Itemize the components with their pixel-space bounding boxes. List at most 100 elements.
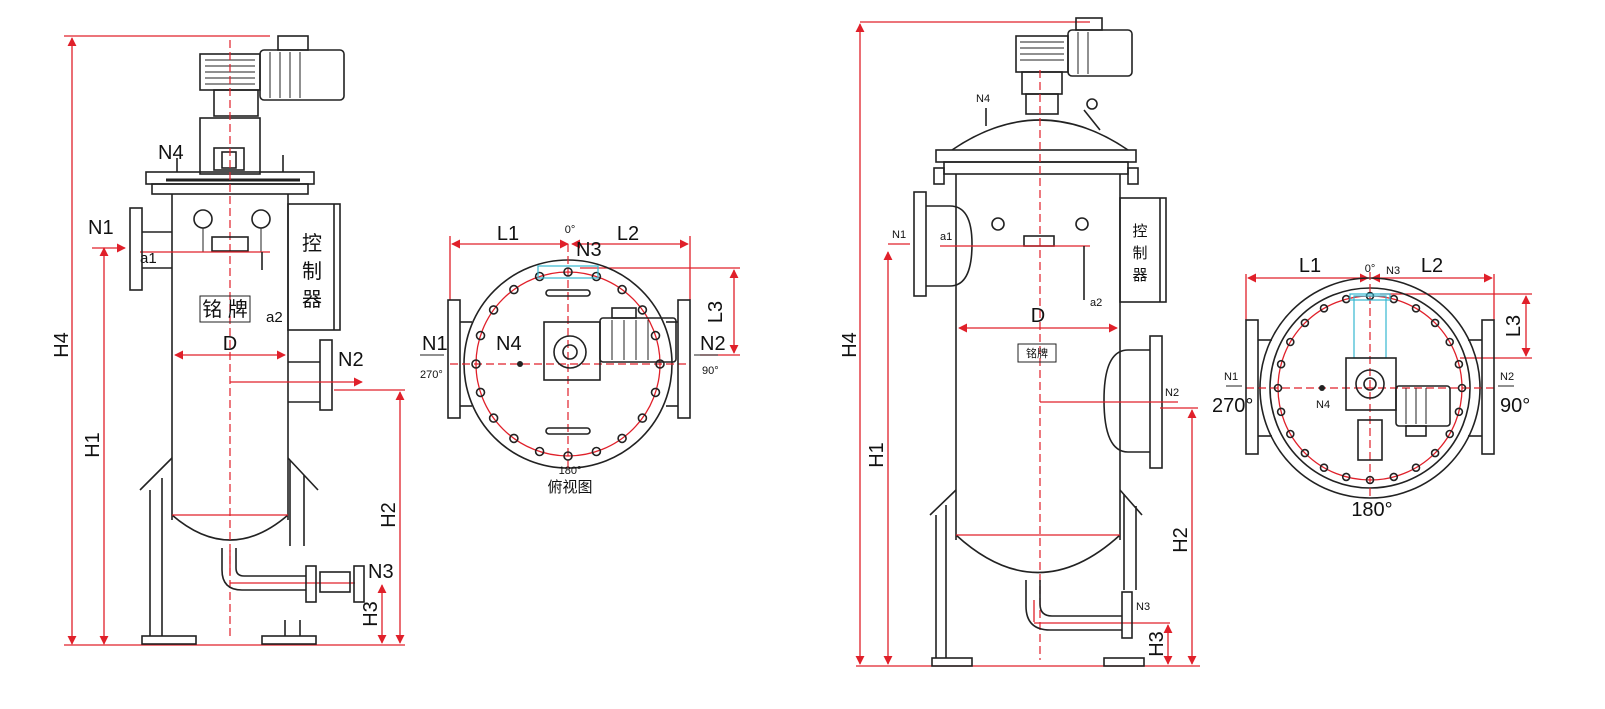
- a2-label: a2: [1090, 297, 1102, 309]
- controller-char-2: 制: [302, 260, 322, 283]
- gearbox-plan: [1345, 357, 1397, 411]
- n2-label: N2: [1500, 371, 1514, 383]
- l1-label: L1: [1299, 255, 1321, 277]
- deg0-label: 0°: [565, 224, 576, 236]
- bolt-hole: [1319, 303, 1329, 313]
- n4-marker: [1319, 385, 1325, 391]
- h3-label: H3: [360, 601, 382, 627]
- motor-plan: [1395, 385, 1451, 427]
- bolt-hole: [509, 433, 519, 444]
- pressure-gauge-right: [1075, 217, 1089, 231]
- control-cabinet: [287, 203, 341, 331]
- l1-label: L1: [497, 223, 519, 245]
- h4-label: H4: [839, 332, 861, 358]
- n4-label: N4: [1316, 399, 1330, 411]
- n1-label: N1: [1224, 371, 1238, 383]
- top-flange: [935, 149, 1137, 163]
- control-cabinet: [1119, 197, 1167, 303]
- bolt-hole: [1454, 407, 1464, 417]
- n1-label: N1: [88, 217, 114, 239]
- h1-label: H1: [866, 442, 888, 468]
- bolt-hole: [655, 359, 665, 369]
- bolt-hole: [1341, 472, 1351, 482]
- bolt-hole: [475, 387, 486, 398]
- h3-label: H3: [1146, 631, 1168, 657]
- n4-label: N4: [496, 333, 522, 355]
- right-top-view: L1 L2 0° N3 L3 N4 N1 270° N2 90°: [1212, 255, 1532, 521]
- controller-char-3: 器: [1132, 267, 1147, 284]
- n3-valve-flange-right: [353, 565, 365, 603]
- bolt-hole: [591, 446, 602, 457]
- bolt-hole: [591, 271, 602, 282]
- controller-char-1: 控: [1132, 223, 1147, 240]
- n2-label: N2: [338, 349, 364, 371]
- top-view-caption: 俯视图: [547, 479, 592, 496]
- bolt-hole: [1445, 337, 1454, 347]
- nameplate: [1017, 343, 1057, 363]
- bolt-hole: [1273, 383, 1283, 393]
- bolt-hole: [1411, 463, 1421, 473]
- h2-label: H2: [1170, 527, 1192, 553]
- bolt-hole: [509, 284, 519, 295]
- h4-label: H4: [51, 332, 73, 358]
- leg-foot-right: [1103, 657, 1145, 667]
- bolt-hole: [1445, 429, 1454, 439]
- bolt-hole: [1319, 463, 1329, 473]
- deg0-label: 0°: [1365, 263, 1376, 275]
- bolt-hole: [637, 305, 648, 315]
- drive-shaft-block: [213, 147, 245, 171]
- bolt-hole: [1430, 318, 1440, 328]
- n4-label: N4: [976, 93, 990, 105]
- differential-switch: [211, 236, 249, 252]
- bolt-hole: [650, 387, 661, 398]
- d-label: D: [223, 333, 237, 355]
- n3-label: N3: [576, 239, 602, 261]
- l3-label: L3: [705, 301, 727, 323]
- n1-inlet-flange: [129, 207, 143, 291]
- n4-marker: [517, 361, 523, 367]
- deg270-label: 270°: [1212, 395, 1253, 417]
- a1-label: a1: [940, 231, 952, 243]
- bolt-hole: [1276, 359, 1286, 369]
- bolt-hole: [1276, 407, 1286, 417]
- n1-inlet-flange: [913, 191, 927, 297]
- n4-label: N4: [158, 142, 184, 164]
- pressure-gauge-left: [193, 209, 213, 229]
- bolt-hole: [1365, 475, 1375, 485]
- bolt-hole: [534, 446, 545, 457]
- motor: [259, 49, 345, 101]
- leg-foot-left: [141, 635, 197, 645]
- bolt-hole: [617, 284, 627, 295]
- deg180-label: 180°: [1351, 499, 1392, 521]
- nameplate-label: 铭 牌: [202, 298, 248, 321]
- leg-foot-right: [261, 635, 317, 645]
- controller-char-2: 制: [1132, 245, 1147, 262]
- n2-flange-top-view: [677, 299, 691, 419]
- bolt-hole: [563, 451, 573, 461]
- leg-foot-left: [931, 657, 973, 667]
- controller-char-1: 控: [302, 232, 322, 255]
- right-front-view: H4 H1 N4 N1: [839, 17, 1200, 667]
- controller-char-3: 器: [302, 289, 322, 311]
- drain-pipe: [1025, 580, 1122, 631]
- deg90-label: 90°: [1500, 395, 1530, 417]
- left-front-view: H4 H1 N4: [51, 35, 405, 646]
- drive-shaft-block: [1025, 93, 1059, 115]
- bolt-hole: [1457, 383, 1467, 393]
- l2-label: L2: [617, 223, 639, 245]
- h2-label: H2: [378, 502, 400, 528]
- bolt-hole: [650, 330, 661, 341]
- top-flange-lower: [943, 161, 1129, 175]
- n1-label: N1: [422, 333, 448, 355]
- n1-label: N1: [892, 229, 906, 241]
- bolt-hole: [637, 413, 648, 423]
- bolt-hole: [488, 413, 499, 423]
- differential-switch: [1023, 235, 1055, 247]
- bolt-hole: [1300, 318, 1310, 328]
- n3-label: N3: [368, 561, 394, 583]
- n2-flange-top-view: [1481, 319, 1495, 455]
- a2-label: a2: [266, 309, 283, 326]
- bottom-head: [955, 534, 1121, 574]
- n2-outlet-flange: [319, 339, 333, 411]
